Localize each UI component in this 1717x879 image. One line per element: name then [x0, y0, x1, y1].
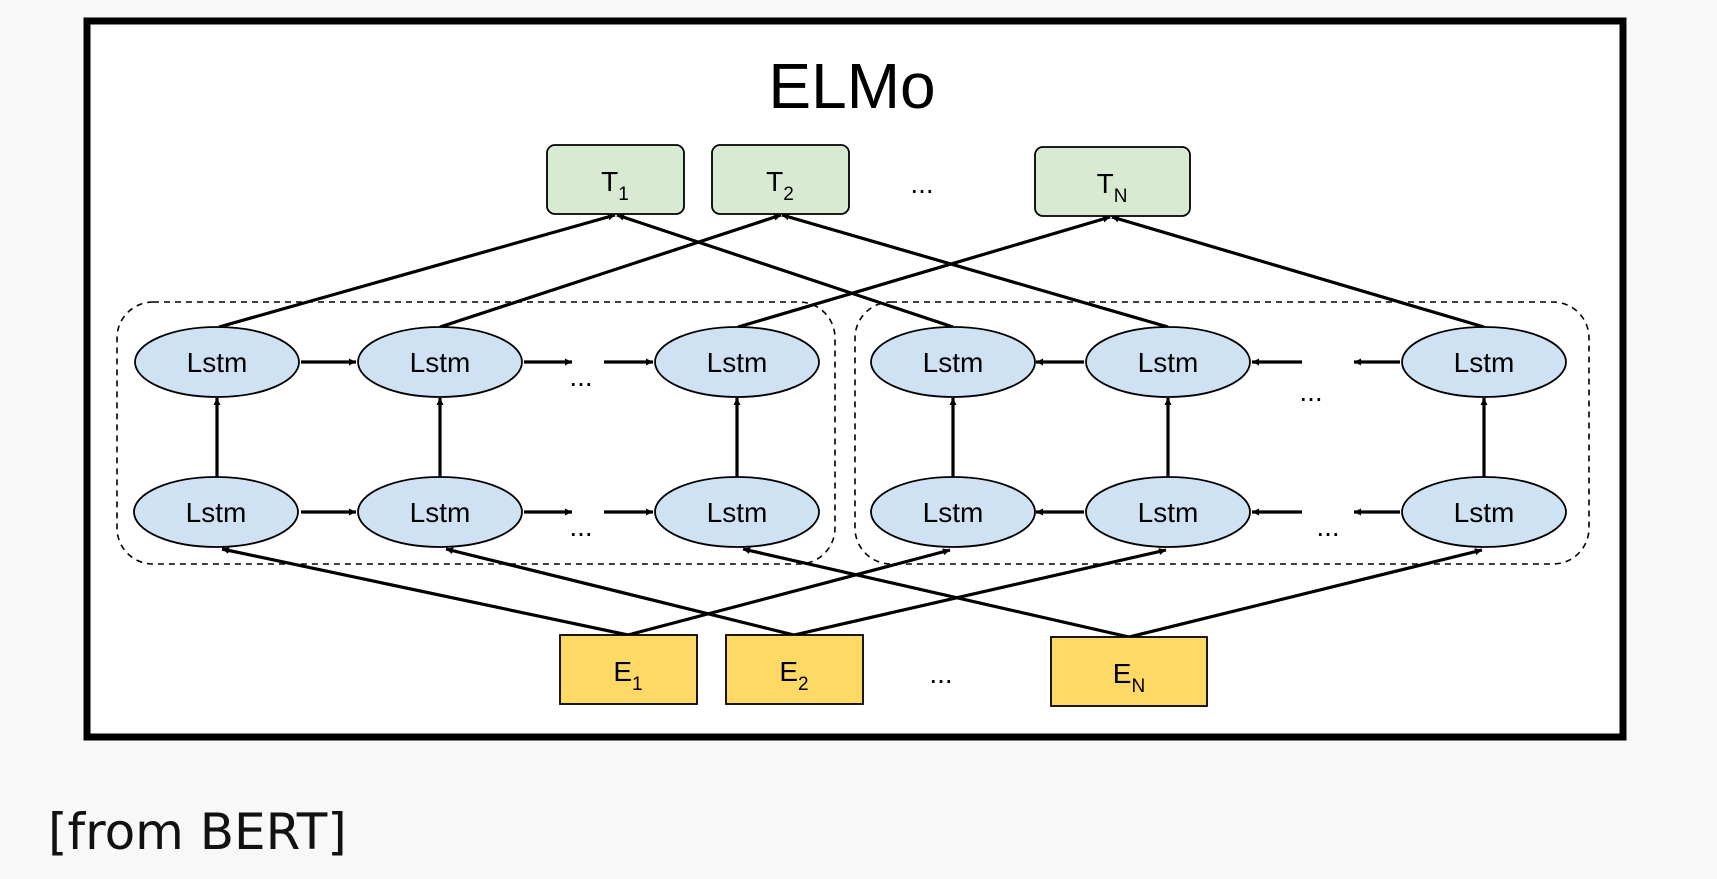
lstm-ellipse — [654, 476, 820, 548]
edge-forward-1-t1 — [218, 213, 616, 329]
input-token-en: EN — [1050, 636, 1208, 707]
lstm-label: Lstm — [923, 497, 984, 528]
lstm-label: Lstm — [187, 347, 248, 378]
token-base: T — [1097, 168, 1114, 199]
edge-en-backward-n — [1128, 548, 1483, 639]
lstm-backward-top-2: Lstm — [1085, 326, 1251, 398]
edge-en-forward-n — [742, 547, 1130, 639]
backward-lstm-group — [854, 301, 1590, 565]
lstm-ellipse — [1401, 326, 1567, 398]
output-token-tn: TN — [1034, 146, 1191, 217]
lstm-backward-top-1: Lstm — [870, 326, 1036, 398]
edge-backward-1-t1 — [616, 213, 954, 329]
lstm-ellipse — [357, 476, 523, 548]
lstm-ellipse — [1085, 326, 1251, 398]
token-base: E — [613, 656, 632, 687]
output-token-t2: T2 — [711, 144, 850, 215]
lstm-backward-bottom-1: Lstm — [870, 476, 1036, 548]
edge-e2-backward-2 — [793, 548, 1167, 637]
edge-e1-forward-1 — [221, 547, 629, 637]
token-subscript: N — [1131, 676, 1145, 697]
lstm-forward-bottom-1: Lstm — [133, 476, 299, 548]
input-box — [559, 634, 698, 705]
lstm-ellipse — [134, 326, 300, 398]
lstm-label: Lstm — [1138, 347, 1199, 378]
lstm-label: Lstm — [1454, 347, 1515, 378]
token-subscript: N — [1114, 186, 1128, 207]
lstm-backward-bottom-n: Lstm — [1401, 476, 1567, 548]
lstm-forward-top-n: Lstm — [654, 326, 820, 398]
lstm-ellipse — [870, 476, 1036, 548]
token-subscript: 2 — [783, 184, 794, 205]
token-subscript: 1 — [618, 184, 629, 205]
input-box — [1050, 636, 1208, 707]
input-token-e1: E1 — [559, 634, 698, 705]
svg-text:TN: TN — [1097, 168, 1128, 207]
input-ellipsis: ... — [929, 658, 952, 689]
output-box — [546, 144, 685, 215]
svg-text:T2: T2 — [766, 166, 794, 205]
lstm-ellipse — [357, 326, 523, 398]
output-box — [1034, 146, 1191, 217]
input-token-e2: E2 — [725, 634, 864, 705]
output-box — [711, 144, 850, 215]
lstm-ellipse — [133, 476, 299, 548]
lstm-label: Lstm — [923, 347, 984, 378]
edge-forward-n-tn — [737, 215, 1111, 329]
lstm-backward-top-n: Lstm — [1401, 326, 1567, 398]
lstm-ellipse — [1085, 476, 1251, 548]
svg-text:E1: E1 — [613, 656, 642, 695]
source-caption: [from BERT] — [48, 803, 347, 861]
forward-lstm-group — [116, 301, 836, 565]
input-box — [725, 634, 864, 705]
output-token-t1: T1 — [546, 144, 685, 215]
token-base: E — [779, 656, 798, 687]
edge-e1-backward-1 — [627, 548, 951, 637]
forward-top-ellipsis: ... — [569, 361, 592, 392]
connections — [213, 213, 1488, 639]
lstm-label: Lstm — [1138, 497, 1199, 528]
backward-bottom-ellipsis: ... — [1316, 511, 1339, 542]
lstm-forward-bottom-n: Lstm — [654, 476, 820, 548]
diagram-frame — [83, 17, 1627, 741]
svg-text:T1: T1 — [601, 166, 629, 205]
lstm-forward-top-2: Lstm — [357, 326, 523, 398]
forward-bottom-ellipsis: ... — [569, 511, 592, 542]
lstm-label: Lstm — [707, 347, 768, 378]
lstm-label: Lstm — [410, 347, 471, 378]
token-base: T — [766, 166, 783, 197]
svg-text:EN: EN — [1113, 658, 1145, 697]
edge-e2-forward-2 — [445, 547, 795, 637]
output-ellipsis: ... — [910, 168, 933, 199]
lstm-label: Lstm — [1454, 497, 1515, 528]
token-subscript: 2 — [798, 674, 809, 695]
token-subscript: 1 — [632, 674, 643, 695]
lstm-forward-top-1: Lstm — [134, 326, 300, 398]
lstm-backward-bottom-2: Lstm — [1085, 476, 1251, 548]
lstm-label: Lstm — [410, 497, 471, 528]
lstm-ellipse — [654, 326, 820, 398]
lstm-forward-bottom-2: Lstm — [357, 476, 523, 548]
lstm-ellipse — [870, 326, 1036, 398]
token-base: E — [1113, 658, 1132, 689]
lstm-ellipse — [1401, 476, 1567, 548]
lstm-label: Lstm — [186, 497, 247, 528]
backward-top-ellipsis: ... — [1299, 376, 1322, 407]
token-base: T — [601, 166, 618, 197]
edge-backward-2-t2 — [781, 213, 1169, 329]
diagram-title: ELMo — [768, 50, 935, 122]
edge-forward-2-t2 — [439, 213, 782, 329]
lstm-label: Lstm — [707, 497, 768, 528]
edge-backward-n-tn — [1111, 215, 1485, 329]
svg-text:E2: E2 — [779, 656, 808, 695]
